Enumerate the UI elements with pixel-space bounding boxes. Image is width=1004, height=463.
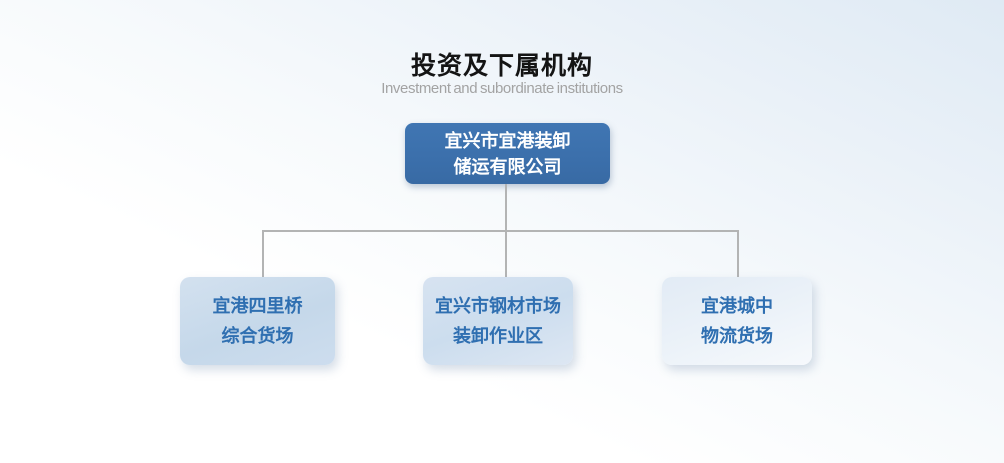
connector-vertical-child-2 — [505, 230, 507, 277]
org-node-child-2-line2: 装卸作业区 — [453, 326, 543, 346]
org-node-child-3-line2: 物流货场 — [701, 326, 773, 346]
org-node-child-1-line2: 综合货场 — [221, 326, 294, 346]
connector-vertical-child-3 — [737, 230, 739, 277]
org-node-child-3-line1: 宜港城中 — [701, 296, 773, 316]
org-node-child-2-line1: 宜兴市钢材市场 — [435, 296, 561, 316]
org-node-parent-line2: 储运有限公司 — [453, 156, 562, 177]
connector-vertical-root — [505, 184, 507, 231]
connector-horizontal — [262, 230, 739, 232]
org-node-child-1-line1: 宜港四里桥 — [212, 296, 303, 316]
org-node-child-silibridge-yard: 宜港四里桥 综合货场 — [180, 277, 335, 365]
page-title: 投资及下属机构 — [410, 52, 593, 80]
org-node-parent-company: 宜兴市宜港装卸 储运有限公司 — [405, 123, 610, 184]
org-node-child-steel-market-area: 宜兴市钢材市场 装卸作业区 — [423, 277, 573, 365]
org-node-child-citycenter-logistics-yard: 宜港城中 物流货场 — [662, 277, 812, 365]
page-subtitle: Investment and subordinate institutions — [381, 80, 623, 97]
org-node-parent-line1: 宜兴市宜港装卸 — [444, 130, 571, 151]
connector-vertical-child-1 — [262, 230, 264, 278]
